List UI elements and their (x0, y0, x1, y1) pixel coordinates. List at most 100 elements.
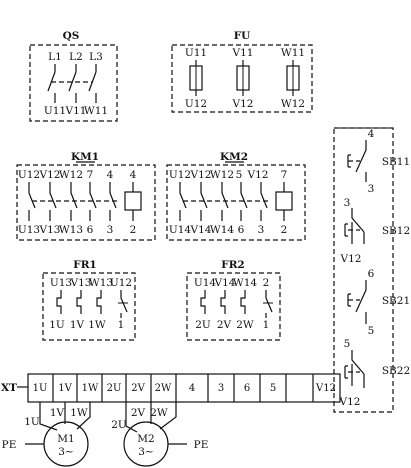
km2-top-3: W12 (210, 169, 234, 181)
sb11-label: SB11 (382, 156, 410, 168)
m2-pe-label: PE (194, 439, 209, 451)
fr1-thermal-elements (56, 290, 128, 318)
qs-switch-contacts (47, 64, 97, 103)
m1-sub: 3~ (58, 446, 73, 458)
km1-bottom-2: V13 (39, 224, 61, 236)
km1-bottom-4: 6 (87, 224, 94, 236)
svg-text:2W: 2W (150, 407, 168, 419)
km2-bottom-4: 6 (238, 224, 245, 236)
km2-bottom-6: 2 (281, 224, 288, 236)
fu-title: FU (234, 30, 251, 42)
fr2-title: FR2 (221, 259, 245, 271)
svg-text:5: 5 (368, 325, 375, 337)
svg-text:3: 3 (344, 197, 351, 209)
qs-top-l2: L2 (69, 51, 83, 63)
km1-top-1: U12 (18, 169, 40, 181)
qs-bottom-w11: W11 (84, 105, 108, 117)
svg-text:V12: V12 (340, 253, 362, 265)
fr1-bottom-2: 1V (70, 319, 85, 331)
m1-name: M1 (57, 433, 74, 445)
xt-cell: 2U (107, 383, 122, 394)
qs-block: QS L1 L2 L3 U11 V11 W11 (29, 30, 118, 122)
fr1-bottom-1: 1U (49, 319, 65, 331)
sb22-button: 5 V12 SB22 (339, 338, 411, 408)
motor-m2: 2U 2V 2W M2 3~ PE (111, 402, 209, 467)
m2-name: M2 (137, 433, 154, 445)
km1-top-4: 7 (87, 169, 94, 181)
fu-bottom-u12: U12 (185, 98, 207, 110)
svg-text:1U: 1U (24, 416, 40, 428)
qs-bottom-u11: U11 (44, 105, 66, 117)
svg-text:5: 5 (344, 338, 351, 350)
xt-cell: 1V (58, 383, 72, 394)
fr2-thermal-elements (200, 290, 273, 318)
fr2-top-2: V14 (214, 277, 236, 289)
fr1-top-2: V13 (70, 277, 92, 289)
fr2-bottom-4: 1 (263, 319, 270, 331)
fu-fuses (189, 60, 300, 96)
xt-cell: 3 (218, 383, 224, 394)
km2-bottom-1: U14 (169, 224, 192, 236)
km1-bottom-5: 3 (107, 224, 114, 236)
fr2-top-3: W14 (233, 277, 257, 289)
fr2-bottom-1: 2U (195, 319, 211, 331)
fr1-top-1: U13 (50, 277, 72, 289)
km1-top-3: W12 (59, 169, 83, 181)
fr1-block: FR1 U13 V13 W13 U12 1U 1V 1W 1 (42, 259, 136, 341)
sb21-button: 6 5 SB21 (347, 268, 410, 337)
xt-cell: 2V (131, 383, 145, 394)
km1-top-2: V12 (39, 169, 61, 181)
sb12-label: SB12 (382, 225, 410, 237)
sb22-label: SB22 (382, 365, 410, 377)
motor-m1: 1U 1V 1W M1 3~ PE (2, 402, 91, 467)
svg-text:V12: V12 (339, 396, 361, 408)
fr2-top-1: U14 (194, 277, 217, 289)
km2-bottom-3: W14 (210, 224, 234, 236)
xt-cell: 1U (33, 383, 48, 394)
svg-text:1V: 1V (50, 407, 65, 419)
fr1-top-3: W13 (89, 277, 113, 289)
km1-block: KM1 U12 V12 W12 7 4 4 U13 V13 W13 6 3 2 (16, 151, 156, 241)
fu-bottom-w12: W12 (281, 98, 305, 110)
fu-top-w11: W11 (281, 47, 305, 59)
km2-bottom-2: V14 (190, 224, 212, 236)
km2-title: KM2 (220, 151, 248, 163)
km2-block: KM2 U12 V12 W12 5 V12 7 U14 V14 W14 6 3 … (166, 151, 306, 241)
xt-cell: 4 (189, 383, 195, 394)
km2-top-2: V12 (190, 169, 212, 181)
fr1-top-4: U12 (110, 277, 132, 289)
xt-cell: 6 (244, 383, 250, 394)
xt-cell: 5 (270, 383, 276, 394)
km1-bottom-1: U13 (18, 224, 40, 236)
fu-top-v11: V11 (232, 47, 254, 59)
m2-sub: 3~ (138, 446, 153, 458)
km1-top-6: 4 (130, 169, 137, 181)
xt-terminal-strip: XT 1U 1V 1W 2U 2V 2W 4 3 6 5 V12 (1, 373, 341, 403)
km1-top-5: 4 (107, 169, 114, 181)
km2-top-1: U12 (169, 169, 191, 181)
xt-cell: V12 (315, 383, 336, 394)
fu-block: FU U11 V11 W11 U12 V12 W12 (171, 30, 313, 113)
km2-top-6: 7 (281, 169, 288, 181)
svg-text:1W: 1W (70, 407, 88, 419)
button-panel: 4 3 SB11 3 V12 SB12 6 5 SB21 5 (333, 127, 411, 413)
km2-bottom-5: 3 (258, 224, 265, 236)
qs-top-l3: L3 (89, 51, 103, 63)
m1-pe-label: PE (2, 439, 17, 451)
km2-top-4: 5 (236, 169, 243, 181)
fr2-bottom-2: 2V (217, 319, 232, 331)
fr2-top-4: 2 (263, 277, 270, 289)
xt-cell: 1W (82, 383, 99, 394)
sb21-label: SB21 (382, 295, 410, 307)
km2-top-5: V12 (247, 169, 269, 181)
fr1-bottom-3: 1W (88, 319, 106, 331)
km1-title: KM1 (71, 151, 99, 163)
svg-text:2U: 2U (111, 419, 127, 431)
qs-bottom-v11: V11 (65, 105, 87, 117)
xt-label: XT (1, 382, 17, 394)
svg-text:4: 4 (368, 128, 375, 140)
svg-text:6: 6 (368, 268, 375, 280)
fr1-title: FR1 (73, 259, 97, 271)
km1-bottom-3: W13 (59, 224, 83, 236)
